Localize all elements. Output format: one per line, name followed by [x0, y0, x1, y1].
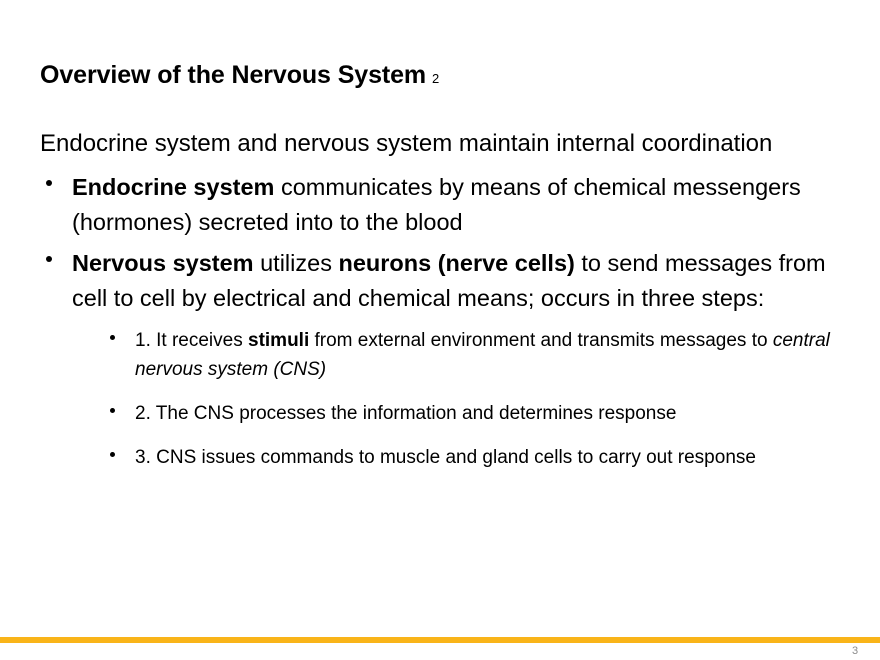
page-title: Overview of the Nervous System 2 — [40, 61, 439, 90]
slide-body: Endocrine system and nervous system main… — [40, 126, 840, 487]
bullet-nervous-system: Nervous system utilizes neurons (nerve c… — [40, 246, 855, 472]
footer-accent-rule — [0, 637, 880, 643]
sub-bullet-step-3: 3. CNS issues commands to muscle and gla… — [102, 443, 870, 472]
sub-bullet-step-1: 1. It receives stimuli from external env… — [102, 326, 870, 384]
sub-bullet-list: 1. It receives stimuli from external env… — [103, 326, 855, 472]
page-number: 3 — [851, 645, 859, 657]
page-title-text: Overview of the Nervous System — [40, 60, 427, 89]
bullet-endocrine-system: Endocrine system communicates by means o… — [40, 170, 855, 240]
page-title-suffix: 2 — [432, 70, 440, 86]
main-bullet-list: Endocrine system communicates by means o… — [40, 170, 840, 472]
sub-bullet-step-2: 2. The CNS processes the information and… — [102, 399, 870, 428]
intro-paragraph: Endocrine system and nervous system main… — [40, 130, 773, 157]
sub-bullet-wrap: 1. It receives stimuli from external env… — [103, 326, 855, 472]
